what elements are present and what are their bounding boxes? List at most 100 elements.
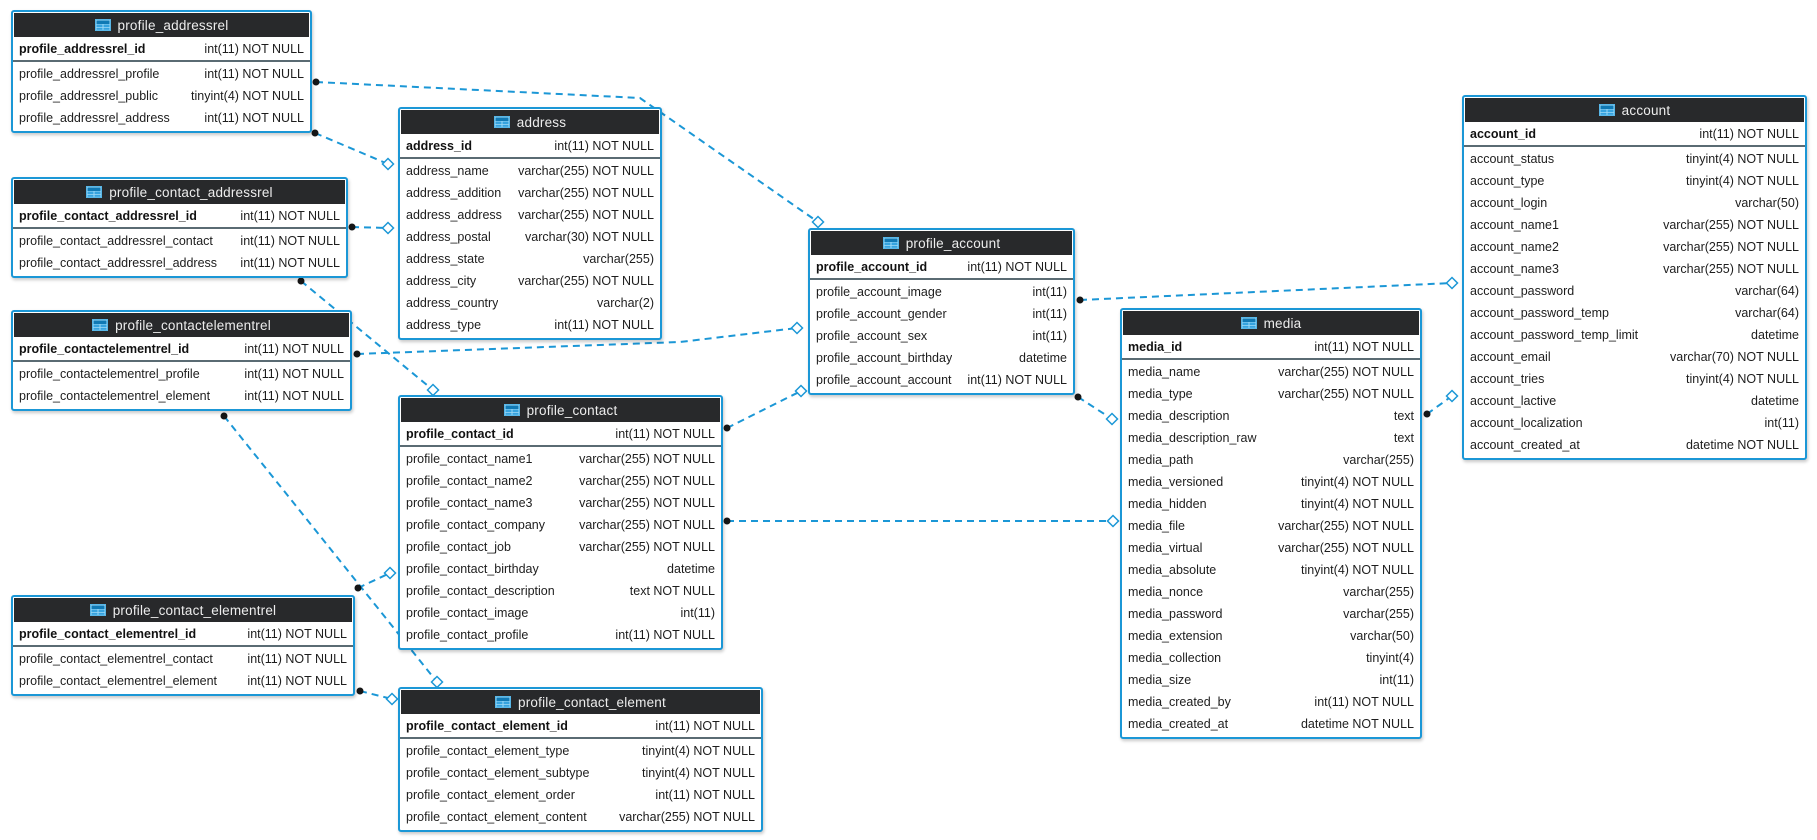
- relationship-line[interactable]: [1079, 282, 1453, 301]
- relationship-profile_contact-to-profile_account[interactable]: [723, 384, 808, 432]
- relationship-line[interactable]: [357, 572, 391, 589]
- table-header[interactable]: profile_contact_addressrel: [14, 180, 345, 204]
- relationship-profile_contactelementrel-to-profile_account[interactable]: [353, 321, 804, 358]
- table-header[interactable]: media: [1123, 311, 1419, 335]
- relationship-profile_contactelementrel-to-profile_contact_element[interactable]: [220, 412, 444, 689]
- relationship-line[interactable]: [356, 327, 798, 355]
- table-header[interactable]: profile_contact: [401, 398, 720, 422]
- relationship-profile_contact_elementrel-to-profile_contact_element[interactable]: [356, 687, 399, 706]
- relationship-profile_account-to-account[interactable]: [1076, 276, 1459, 304]
- relationship-line[interactable]: [314, 132, 389, 165]
- table-header[interactable]: account: [1465, 98, 1804, 122]
- relationship-profile_contact_addressrel-to-profile_contact[interactable]: [297, 277, 440, 397]
- relationship-profile_account-to-media[interactable]: [1074, 393, 1119, 426]
- relationship-profile_addressrel-to-profile_account[interactable]: [312, 78, 825, 229]
- relationship-profile_addressrel-to-address[interactable]: [311, 129, 395, 171]
- relationship-line[interactable]: [223, 415, 438, 683]
- table-header[interactable]: profile_account: [811, 231, 1072, 255]
- relationship-media-to-account[interactable]: [1423, 389, 1459, 418]
- table-header[interactable]: profile_contact_elementrel: [14, 598, 352, 622]
- relationship-profile_contact_addressrel-to-address[interactable]: [348, 221, 395, 235]
- relationship-line[interactable]: [300, 280, 434, 391]
- table-header[interactable]: profile_contact_element: [401, 690, 760, 714]
- table-header[interactable]: profile_contactelementrel: [14, 313, 349, 337]
- table-header[interactable]: address: [401, 110, 659, 134]
- table-header[interactable]: profile_addressrel: [14, 13, 309, 37]
- relationship-line[interactable]: [359, 690, 393, 700]
- relationship-line[interactable]: [1426, 395, 1453, 415]
- relationship-line[interactable]: [315, 81, 819, 223]
- relationship-profile_contact-to-media[interactable]: [723, 514, 1120, 528]
